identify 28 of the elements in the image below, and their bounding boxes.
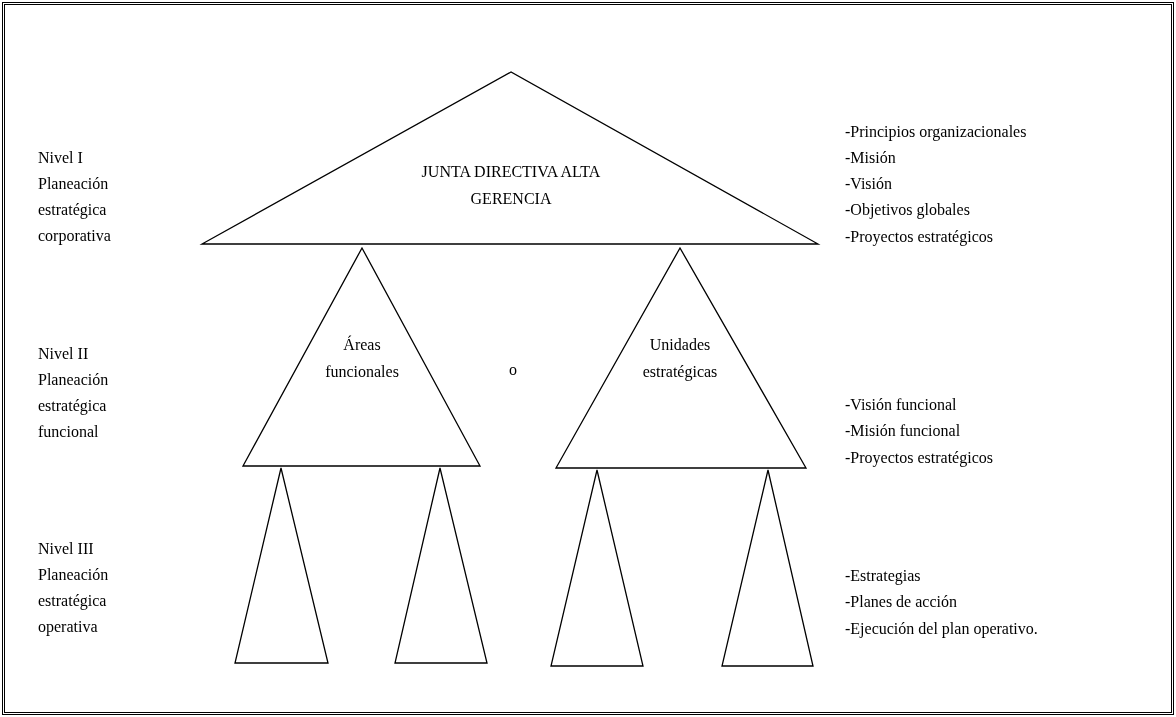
list-item: -Proyectos estratégicos [845, 448, 993, 469]
list-item: -Visión [845, 174, 893, 194]
list-item: -Misión funcional [845, 421, 961, 441]
level-title: Nivel II [38, 344, 89, 364]
list-item: -Planes de acción [845, 592, 957, 612]
level-description: Planeación estratégica corporativa [38, 174, 112, 247]
list-item: -Principios organizacionales [845, 122, 1027, 143]
triangle-label: Unidades estratégicas [641, 335, 719, 383]
triangle-node [556, 248, 806, 468]
level-description: Planeación estratégica funcional [38, 370, 110, 442]
triangle-label: Áreas funcionales [324, 334, 400, 382]
triangle-label: JUNTA DIRECTIVA ALTA GERENCIA [420, 162, 602, 209]
triangle-node [243, 248, 480, 466]
level-title: Nivel I [38, 148, 83, 168]
triangle-node [551, 470, 643, 666]
level-description: Planeación estratégica operativa [38, 565, 110, 638]
list-item: -Objetivos globales [845, 200, 970, 221]
level-title: Nivel III [38, 539, 94, 559]
list-item: -Misión [845, 148, 896, 168]
list-item: -Visión funcional [845, 395, 957, 415]
connector-word: o [509, 360, 517, 380]
triangle-node [202, 72, 818, 244]
list-item: -Estrategias [845, 566, 921, 587]
triangle-node [235, 468, 328, 663]
triangle-node [722, 470, 813, 666]
triangle-node [395, 468, 487, 663]
list-item: -Proyectos estratégicos [845, 227, 993, 248]
list-item: -Ejecución del plan operativo. [845, 619, 1038, 640]
